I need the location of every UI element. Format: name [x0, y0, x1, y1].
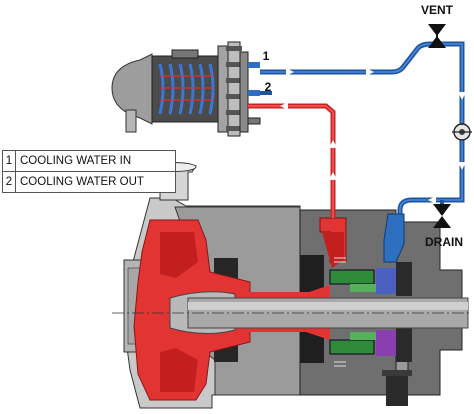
- flow-arrow-icon: [329, 172, 337, 180]
- gland-connection: [383, 213, 405, 263]
- port-2-label: 2: [265, 80, 272, 94]
- flow-arrow-icon: [286, 68, 294, 76]
- seal-cooler: [111, 41, 261, 137]
- flow-arrow-icon: [458, 162, 466, 170]
- flow-arrow-icon: [458, 92, 466, 100]
- cooling-water-line: [260, 41, 466, 228]
- flow-arrow-icon: [428, 196, 436, 204]
- inline-flow-indicator-icon: [452, 123, 472, 141]
- legend-table: 1 COOLING WATER IN 2 COOLING WATER OUT: [2, 150, 176, 193]
- vent-valve-icon: [428, 24, 446, 48]
- legend-row: 1 COOLING WATER IN: [2, 150, 176, 172]
- mechanical-seal: [329, 257, 412, 367]
- legend-number: 1: [2, 150, 16, 172]
- flow-arrow-icon: [329, 140, 337, 148]
- legend-number: 2: [2, 171, 16, 193]
- seal-chamber: [238, 217, 347, 340]
- pump-shaft: [112, 297, 472, 329]
- legend-text: COOLING WATER OUT: [15, 171, 176, 193]
- legend-row: 2 COOLING WATER OUT: [2, 171, 176, 193]
- drain-label: DRAIN: [425, 235, 463, 249]
- vent-label: VENT: [421, 3, 454, 17]
- hot-line: [248, 102, 337, 218]
- drain-valve-icon: [433, 200, 451, 228]
- flow-arrow-icon: [280, 102, 288, 110]
- legend-text: COOLING WATER IN: [15, 150, 176, 172]
- port-1-label: 1: [263, 49, 270, 63]
- flow-arrow-icon: [366, 68, 374, 76]
